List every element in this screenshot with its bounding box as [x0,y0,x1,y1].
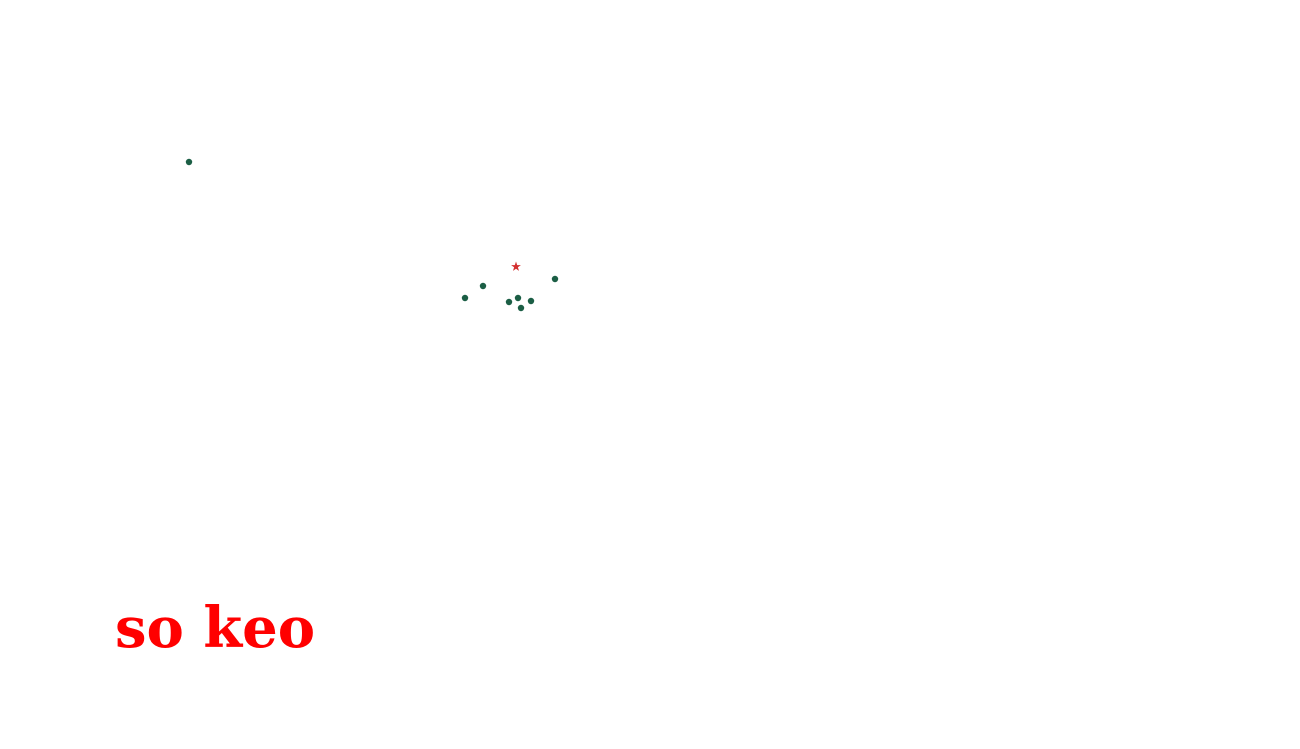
location-point[interactable] [527,297,535,305]
location-point[interactable] [514,294,522,302]
location-point[interactable] [185,158,193,166]
location-point[interactable] [461,294,469,302]
location-point[interactable] [505,298,513,306]
location-point[interactable] [479,282,487,290]
map-caption: so keo [115,595,316,661]
star-icon[interactable] [511,261,521,271]
location-point[interactable] [551,275,559,283]
location-point[interactable] [517,304,525,312]
location-points [185,158,559,312]
